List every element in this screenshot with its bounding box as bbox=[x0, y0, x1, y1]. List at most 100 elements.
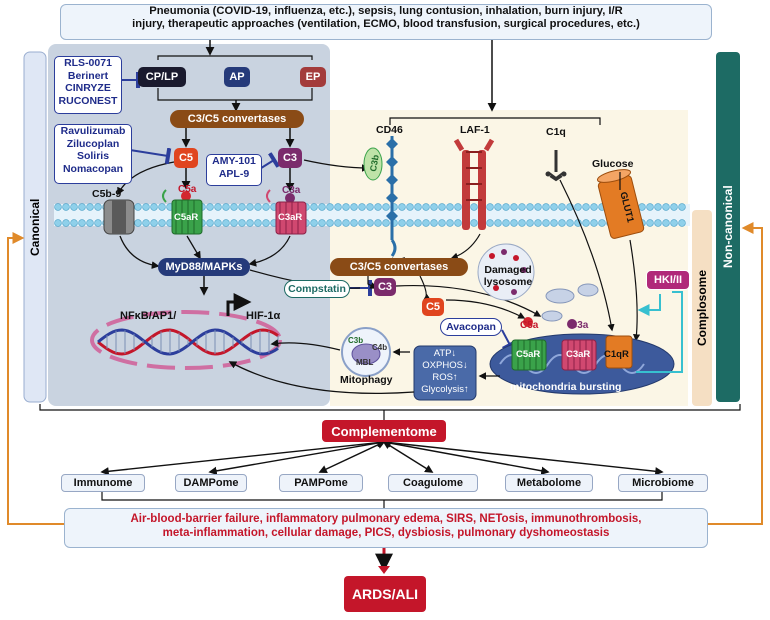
lipid-head bbox=[54, 203, 62, 211]
lipid-head bbox=[422, 219, 430, 227]
lipid-head bbox=[422, 203, 430, 211]
lipid-head bbox=[542, 203, 550, 211]
lipid-head bbox=[342, 219, 350, 227]
causes-line1: Pneumonia (COVID-19, influenza, etc.), s… bbox=[149, 5, 623, 17]
lipid-head bbox=[486, 203, 494, 211]
drug-box-c5-inhibitors: Ravulizumab Zilucoplan Soliris Nomacopan bbox=[54, 124, 132, 184]
complementome-link bbox=[382, 438, 664, 476]
lipid-head bbox=[590, 219, 598, 227]
drug-box-c1-inhibitors: RLS-0071 Berinert CINRYZE RUCONEST bbox=[54, 56, 122, 114]
ome-dampome: DAMPome bbox=[175, 474, 247, 492]
c5a-label: C5a bbox=[178, 184, 197, 195]
myd88-mapks: MyD88/MAPKs bbox=[158, 258, 250, 276]
ome-microbiome: Microbiome bbox=[618, 474, 708, 492]
pathway-cp-lp: CP/LP bbox=[138, 67, 186, 87]
lipid-head bbox=[646, 219, 654, 227]
drug-name: Zilucoplan bbox=[66, 137, 120, 150]
lysosome-granule bbox=[513, 255, 519, 261]
mitophagy-label: Mitophagy bbox=[340, 374, 393, 386]
lipid-head bbox=[446, 203, 454, 211]
drug-name: Nomacopan bbox=[62, 162, 124, 175]
mito-mbl-label: MBL bbox=[356, 358, 374, 367]
lipid-head bbox=[430, 203, 438, 211]
c5b9-pore bbox=[103, 199, 135, 235]
lipid-head bbox=[310, 219, 318, 227]
c3-intracellular: C3 bbox=[374, 278, 396, 296]
mito-c3b-label: C3b bbox=[348, 336, 364, 345]
complementome-box: Complementome bbox=[322, 420, 446, 442]
lysosome-label: Damaged lysosome bbox=[480, 264, 536, 288]
lipid-head bbox=[262, 203, 270, 211]
lipid-head bbox=[326, 203, 334, 211]
lipid-head bbox=[350, 219, 358, 227]
glut1-transporter bbox=[596, 169, 645, 239]
lipid-head bbox=[654, 219, 662, 227]
ome-coagulome: Coagulome bbox=[388, 474, 478, 492]
drug-avacopan: Avacopan bbox=[440, 318, 502, 336]
mito-bursting-label: mitochondria bursting bbox=[510, 381, 622, 393]
metabolic-item: Glycolysis↑ bbox=[421, 383, 469, 395]
cd46-domain bbox=[386, 174, 398, 186]
lipid-head bbox=[206, 203, 214, 211]
c5ar-receptor-mito bbox=[511, 317, 547, 371]
lipid-head bbox=[566, 219, 574, 227]
mitophagy-vesicle bbox=[341, 327, 391, 377]
lipid-head bbox=[62, 219, 70, 227]
metabolic-item: OXPHOS↓ bbox=[422, 359, 468, 371]
cd46-domain bbox=[386, 138, 398, 150]
lipid-head bbox=[454, 203, 462, 211]
lipid-head bbox=[558, 219, 566, 227]
lipid-head bbox=[670, 219, 678, 227]
outcomes-line2: meta-inflammation, cellular damage, PICS… bbox=[162, 527, 610, 540]
drug-compstatin: Compstatin bbox=[284, 280, 350, 298]
drug-name: CINRYZE bbox=[65, 82, 111, 95]
lipid-head bbox=[134, 219, 142, 227]
causes-box: Pneumonia (COVID-19, influenza, etc.), s… bbox=[60, 4, 712, 40]
lipid-head bbox=[678, 203, 686, 211]
drug-name: Soliris bbox=[76, 150, 110, 163]
lipid-head bbox=[382, 219, 390, 227]
canonical-bar bbox=[23, 51, 47, 403]
lipid-head bbox=[534, 203, 542, 211]
lysosome-granule bbox=[489, 253, 495, 259]
lipid-head bbox=[150, 219, 158, 227]
lipid-head bbox=[254, 203, 262, 211]
vesicles bbox=[541, 283, 599, 322]
c1qr-receptor-mito bbox=[605, 335, 633, 369]
cd46-receptor bbox=[363, 136, 398, 257]
lipid-head bbox=[230, 203, 238, 211]
drug-name: Ravulizumab bbox=[60, 125, 126, 137]
lysosome-granule bbox=[511, 289, 517, 295]
lipid-head bbox=[62, 203, 70, 211]
lipid-head bbox=[206, 219, 214, 227]
lipid-head bbox=[94, 203, 102, 211]
lipid-head bbox=[398, 203, 406, 211]
lipid-head bbox=[598, 219, 606, 227]
lipid-head bbox=[414, 203, 422, 211]
drug-name: RUCONEST bbox=[58, 94, 118, 107]
lipid-head bbox=[358, 219, 366, 227]
laf1-receptor bbox=[453, 138, 495, 230]
lipid-head bbox=[86, 203, 94, 211]
c3ar-label: C3aR bbox=[278, 212, 303, 223]
lipid-head bbox=[518, 203, 526, 211]
c1q-label: C1q bbox=[546, 126, 566, 138]
c3a-label: C3a bbox=[282, 185, 301, 196]
lipid-head bbox=[358, 203, 366, 211]
lipid-head bbox=[502, 203, 510, 211]
outcomes-box: Air-blood-barrier failure, inflammatory … bbox=[64, 508, 708, 548]
lipid-head bbox=[254, 219, 262, 227]
c5ar-receptor-canonical bbox=[162, 189, 203, 235]
drug-name: RLS-0071 bbox=[64, 57, 112, 69]
lipid-head bbox=[262, 219, 270, 227]
non-canonical-label: Non-canonical bbox=[721, 185, 735, 269]
lipid-head bbox=[414, 219, 422, 227]
hki-hkii: HKI/II bbox=[646, 270, 690, 290]
c5-intracellular: C5 bbox=[422, 298, 444, 316]
lipid-head bbox=[318, 203, 326, 211]
lipid-head bbox=[214, 203, 222, 211]
lipid-head bbox=[366, 219, 374, 227]
c3a-mito-label: C3a bbox=[570, 320, 589, 331]
complementome-link bbox=[208, 439, 386, 475]
